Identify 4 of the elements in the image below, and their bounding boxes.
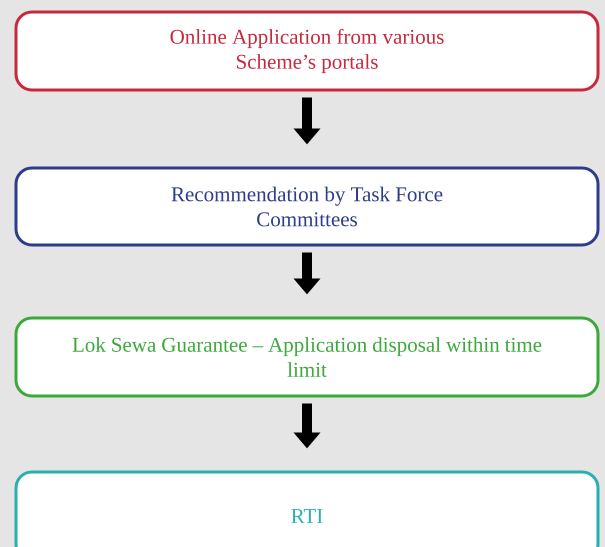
- process-box: Online Application from various Scheme’s portals: [14, 10, 600, 92]
- process-box: RTI: [14, 470, 600, 547]
- process-box: Recommendation by Task Force Committees: [14, 166, 600, 246]
- process-box: Lok Sewa Guarantee – Application disposal within time limit: [14, 316, 600, 398]
